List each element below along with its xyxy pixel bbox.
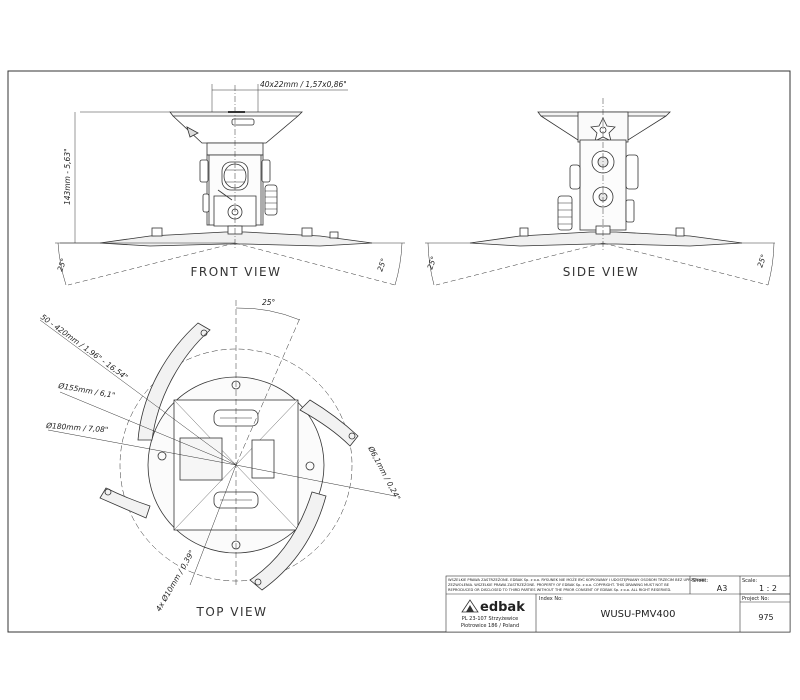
- scale-label: Scale:: [742, 578, 757, 584]
- sheet-label: Sheet:: [692, 578, 708, 584]
- diameter-155-dimension: Ø155mm / 6,1": [57, 381, 116, 400]
- svg-text:edbak: edbak: [480, 600, 525, 615]
- copyright-line-3: REPRODUCED OR DISCLOSED TO THIRD PARTIES…: [448, 588, 671, 592]
- drawing-border: [7, 70, 791, 633]
- copyright-line-2: ZEZWOLENIA. WSZELKIE PRAWA ZASTRZEŻONE. …: [448, 582, 670, 587]
- side-view-title: SIDE VIEW: [563, 265, 640, 279]
- side-view: [425, 98, 775, 286]
- project-label: Project No:: [742, 596, 769, 602]
- front-angle-left: 25°: [55, 257, 68, 273]
- plate-width-dimension: 40x22mm / 1,57x0,86": [260, 80, 347, 89]
- address-line-1: PL 23-107 Strzyżewice: [462, 616, 518, 622]
- diameter-180-dimension: Ø180mm / 7,08": [45, 421, 109, 434]
- sheet-value: A3: [717, 584, 728, 593]
- address-line-2: Piotrowice 186 / Poland: [461, 623, 519, 629]
- title-block: [445, 575, 791, 633]
- side-angle-left: 25°: [425, 255, 438, 271]
- index-value: WUSU-PMV400: [600, 609, 675, 620]
- front-view-title: FRONT VIEW: [190, 265, 281, 279]
- top-angle: 25°: [262, 298, 276, 307]
- edbak-logo-icon: edbak: [461, 599, 525, 615]
- top-view: [39, 300, 396, 591]
- copyright-line-1: WSZELKIE PRAWA ZASTRZEŻONE. EDBAK Sp. z …: [448, 577, 705, 582]
- diameter-6-dimension: Ø6,1mm / 0,24": [366, 444, 403, 502]
- front-view: [55, 84, 405, 286]
- side-angle-right: 25°: [755, 253, 768, 269]
- top-view-title: TOP VIEW: [195, 605, 267, 619]
- holes-dimension: 4x Ø10mm / 0,39": [154, 549, 196, 613]
- arm-range-dimension: 50 - 420mm / 1,96" - 16,54": [39, 312, 130, 381]
- index-label: Index No:: [539, 596, 563, 602]
- height-dimension: 143mm - 5,63": [63, 148, 72, 205]
- front-angle-right: 25°: [375, 257, 388, 273]
- project-value: 975: [758, 613, 773, 622]
- scale-value: 1 : 2: [759, 584, 777, 593]
